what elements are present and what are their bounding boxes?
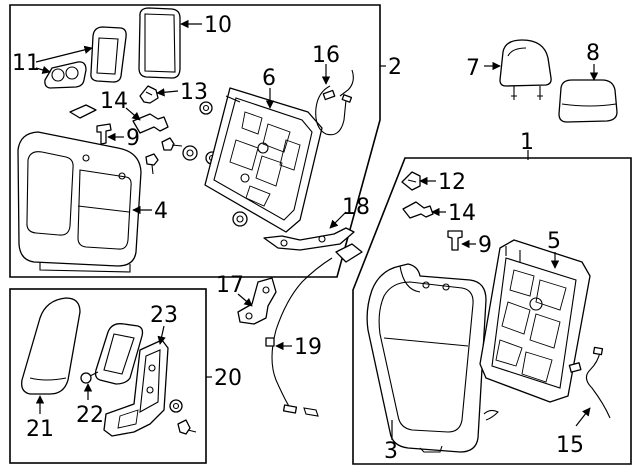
- pin-part-9: [447, 230, 463, 251]
- seatback-frame-part-5: [479, 239, 591, 403]
- bolt-fastener: [303, 407, 319, 417]
- callout-17: 17: [216, 273, 244, 298]
- headrest-pad-part-8: [558, 79, 618, 123]
- group-2-frame: [9, 4, 381, 278]
- callout-14a: 14: [100, 89, 128, 114]
- group-20-frame: [9, 288, 207, 464]
- callout-9b: 9: [478, 233, 492, 258]
- callout-21: 21: [26, 417, 54, 442]
- callout-22: 22: [76, 403, 104, 428]
- callout-11: 11: [12, 51, 40, 76]
- leader-line-11a: [35, 45, 93, 63]
- bolt-fastener: [177, 419, 197, 435]
- clip-part-12: [401, 171, 421, 191]
- callout-15: 15: [556, 433, 584, 458]
- bolt-fastener: [145, 153, 159, 175]
- seatback-cushion-part-3: [366, 263, 487, 453]
- callout-23: 23: [150, 303, 178, 328]
- pad-part: [69, 104, 97, 119]
- callout-20: 20: [214, 366, 242, 391]
- clip-part-13: [139, 85, 159, 104]
- nut-fastener: [199, 101, 213, 115]
- callout-4: 4: [154, 199, 168, 224]
- plug-part-22: [80, 371, 99, 384]
- armrest-lid-part: [94, 323, 144, 385]
- pin-part-9: [96, 123, 112, 145]
- leader-line-14a: [125, 107, 141, 121]
- leader-line-11b: [35, 65, 51, 74]
- bracket-part-14: [132, 113, 169, 134]
- callout-12: 12: [438, 170, 466, 195]
- callout-8: 8: [586, 41, 600, 66]
- callout-14b: 14: [448, 201, 476, 226]
- callout-7: 7: [466, 56, 480, 81]
- clip-fastener: [483, 409, 499, 421]
- seatback-cushion-part-4: [17, 131, 142, 273]
- callout-16: 16: [312, 43, 340, 68]
- leader-line-15: [575, 407, 591, 427]
- armrest-part-21: [21, 297, 81, 395]
- nut-fastener: [232, 211, 248, 227]
- seatback-frame-part-6: [204, 87, 323, 233]
- callout-1: 1: [520, 130, 534, 155]
- callout-5: 5: [547, 229, 561, 254]
- bracket-part-18: [263, 227, 355, 251]
- callout-3: 3: [384, 439, 398, 464]
- cupholder-lid-part-11: [90, 26, 127, 83]
- leader-line-17: [237, 293, 253, 307]
- nut-fastener: [182, 145, 198, 161]
- cupholder-insert-part-11: [44, 61, 87, 89]
- armrest-cover-part-10: [138, 7, 181, 79]
- bracket-part-17: [237, 277, 277, 325]
- connector-part-18: [335, 243, 363, 263]
- callout-6: 6: [262, 66, 276, 91]
- callout-18: 18: [342, 195, 370, 220]
- callout-10: 10: [204, 13, 232, 38]
- leader-line-23: [157, 325, 166, 345]
- leader-line-13: [156, 88, 179, 97]
- headrest-part-7: [499, 39, 552, 100]
- release-cable-part-15: [568, 346, 611, 419]
- cable-part-19: [265, 257, 333, 414]
- leader-line-18: [329, 211, 347, 229]
- callout-13: 13: [180, 80, 208, 105]
- bracket-part-23: [103, 339, 169, 437]
- callout-2: 2: [388, 55, 402, 80]
- nut-fastener: [169, 399, 183, 413]
- group-1-frame: [352, 157, 632, 465]
- callout-19: 19: [294, 335, 322, 360]
- bolt-fastener: [161, 137, 183, 151]
- bracket-part-14: [402, 201, 434, 219]
- release-cable-part-16: [315, 69, 354, 136]
- callout-9a: 9: [126, 126, 140, 151]
